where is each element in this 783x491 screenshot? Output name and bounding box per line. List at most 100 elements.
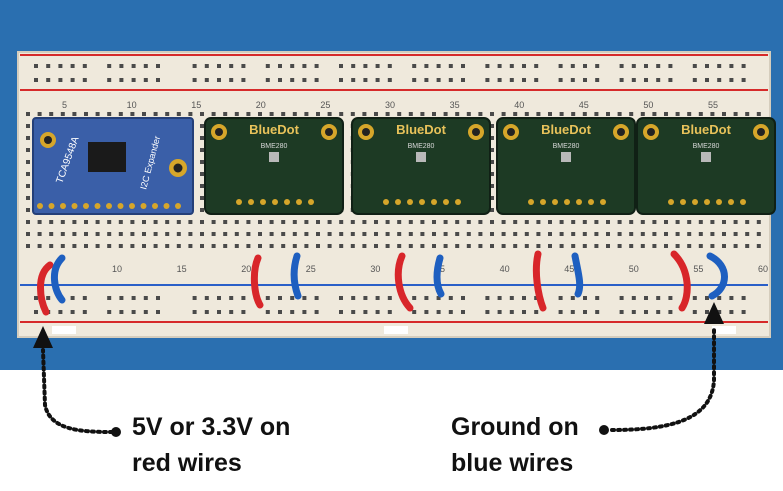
breadboard-hole (246, 232, 251, 236)
breadboard-hole (644, 64, 648, 68)
breadboard-hole (142, 112, 146, 116)
breadboard-hole (37, 244, 42, 248)
breadboard-hole (524, 244, 529, 248)
breadboard-hole (397, 220, 402, 224)
breadboard-hole (246, 244, 251, 248)
breadboard-hole (153, 220, 158, 224)
breadboard-hole (290, 296, 295, 300)
breadboard-tab (52, 326, 76, 334)
breadboard-hole (668, 310, 673, 314)
breadboard-hole (722, 244, 726, 248)
breadboard-hole (278, 64, 282, 68)
jumper-wires (37, 250, 728, 316)
sensor-pin (552, 199, 558, 205)
breadboard-hole (119, 78, 124, 82)
breadboard-hole (26, 244, 30, 248)
breadboard-hole (606, 232, 610, 236)
sensor-pin (260, 199, 266, 205)
breadboard-hole (82, 310, 87, 314)
breadboard-hole (582, 232, 587, 236)
sensor-pin (284, 199, 290, 205)
sensor-chip (269, 152, 279, 162)
sensor-chip (561, 152, 571, 162)
breadboard-hole (656, 296, 661, 300)
breadboard-hole (640, 220, 645, 224)
breadboard-hole (436, 78, 441, 82)
breadboard-hole (46, 296, 51, 300)
breadboard-hole (478, 220, 483, 224)
breadboard-hole (664, 112, 668, 116)
breadboard-hole (95, 112, 100, 116)
sensor-pin (419, 199, 425, 205)
breadboard-hole (142, 220, 146, 224)
breadboard-hole (200, 160, 204, 164)
breadboard-hole (339, 112, 344, 116)
breadboard-hole (156, 64, 160, 68)
breadboard-hole (412, 64, 417, 68)
breadboard-hole (278, 310, 282, 314)
breadboard-hole (490, 184, 494, 188)
ground-caption-line1: Ground on (451, 413, 579, 441)
power-caption: 5V or 3.3V on red wires (132, 409, 290, 481)
breadboard-hole (204, 64, 209, 68)
breadboard-hole (412, 296, 417, 300)
column-number: 15 (191, 100, 201, 110)
breadboard-hole (72, 244, 77, 248)
breadboard-hole (534, 64, 539, 68)
expander-pin (83, 203, 89, 209)
column-number: 10 (127, 100, 137, 110)
breadboard-hole (640, 244, 645, 248)
breadboard-hole (652, 112, 657, 116)
breadboard-hole (192, 296, 197, 300)
breadboard-hole (668, 296, 673, 300)
breadboard-hole (258, 232, 262, 236)
breadboard-hole (84, 244, 88, 248)
sensor-chip-label: BME280 (408, 143, 435, 150)
breadboard-hole (188, 244, 193, 248)
breadboard-hole (374, 220, 378, 224)
breadboard-hole (631, 78, 636, 82)
breadboard-hole (524, 112, 529, 116)
breadboard-hole (594, 244, 599, 248)
breadboard-hole (656, 64, 661, 68)
breadboard-hole (733, 232, 738, 236)
breadboard-hole (522, 78, 526, 82)
breadboard-hole (490, 196, 494, 200)
sensor-brand-label: BlueDot (681, 122, 732, 137)
breadboard-hole (698, 112, 703, 116)
column-number: 55 (693, 264, 703, 274)
expander-pin (37, 203, 43, 209)
breadboard-hole (200, 172, 204, 176)
breadboard-hole (374, 244, 378, 248)
sensor-pin (272, 199, 278, 205)
breadboard-hole (350, 244, 355, 248)
breadboard-hole (302, 310, 307, 314)
breadboard-hole (200, 244, 204, 248)
breadboard-hole (570, 64, 575, 68)
sensor-brand-label: BlueDot (249, 122, 300, 137)
breadboard-hole (70, 310, 75, 314)
breadboard-hole (536, 244, 541, 248)
breadboard-hole (687, 244, 692, 248)
breadboard-hole (70, 78, 75, 82)
breadboard-hole (490, 232, 494, 236)
breadboard-hole (229, 310, 234, 314)
breadboard-hole (408, 112, 413, 116)
breadboard-hole (60, 232, 65, 236)
breadboard-hole (95, 220, 100, 224)
blue-wire-5 (706, 252, 728, 300)
breadboard-hole (58, 310, 63, 314)
breadboard-hole (420, 112, 425, 116)
sensor-pin (668, 199, 674, 205)
breadboard-hole (316, 232, 320, 236)
breadboard-hole (558, 64, 563, 68)
sensor-pin (716, 199, 722, 205)
breadboard-hole (705, 64, 709, 68)
sensor-pin (576, 199, 582, 205)
breadboard-hole (234, 232, 239, 236)
breadboard-hole (204, 296, 209, 300)
column-number: 20 (256, 100, 266, 110)
breadboard-hole (548, 244, 552, 248)
